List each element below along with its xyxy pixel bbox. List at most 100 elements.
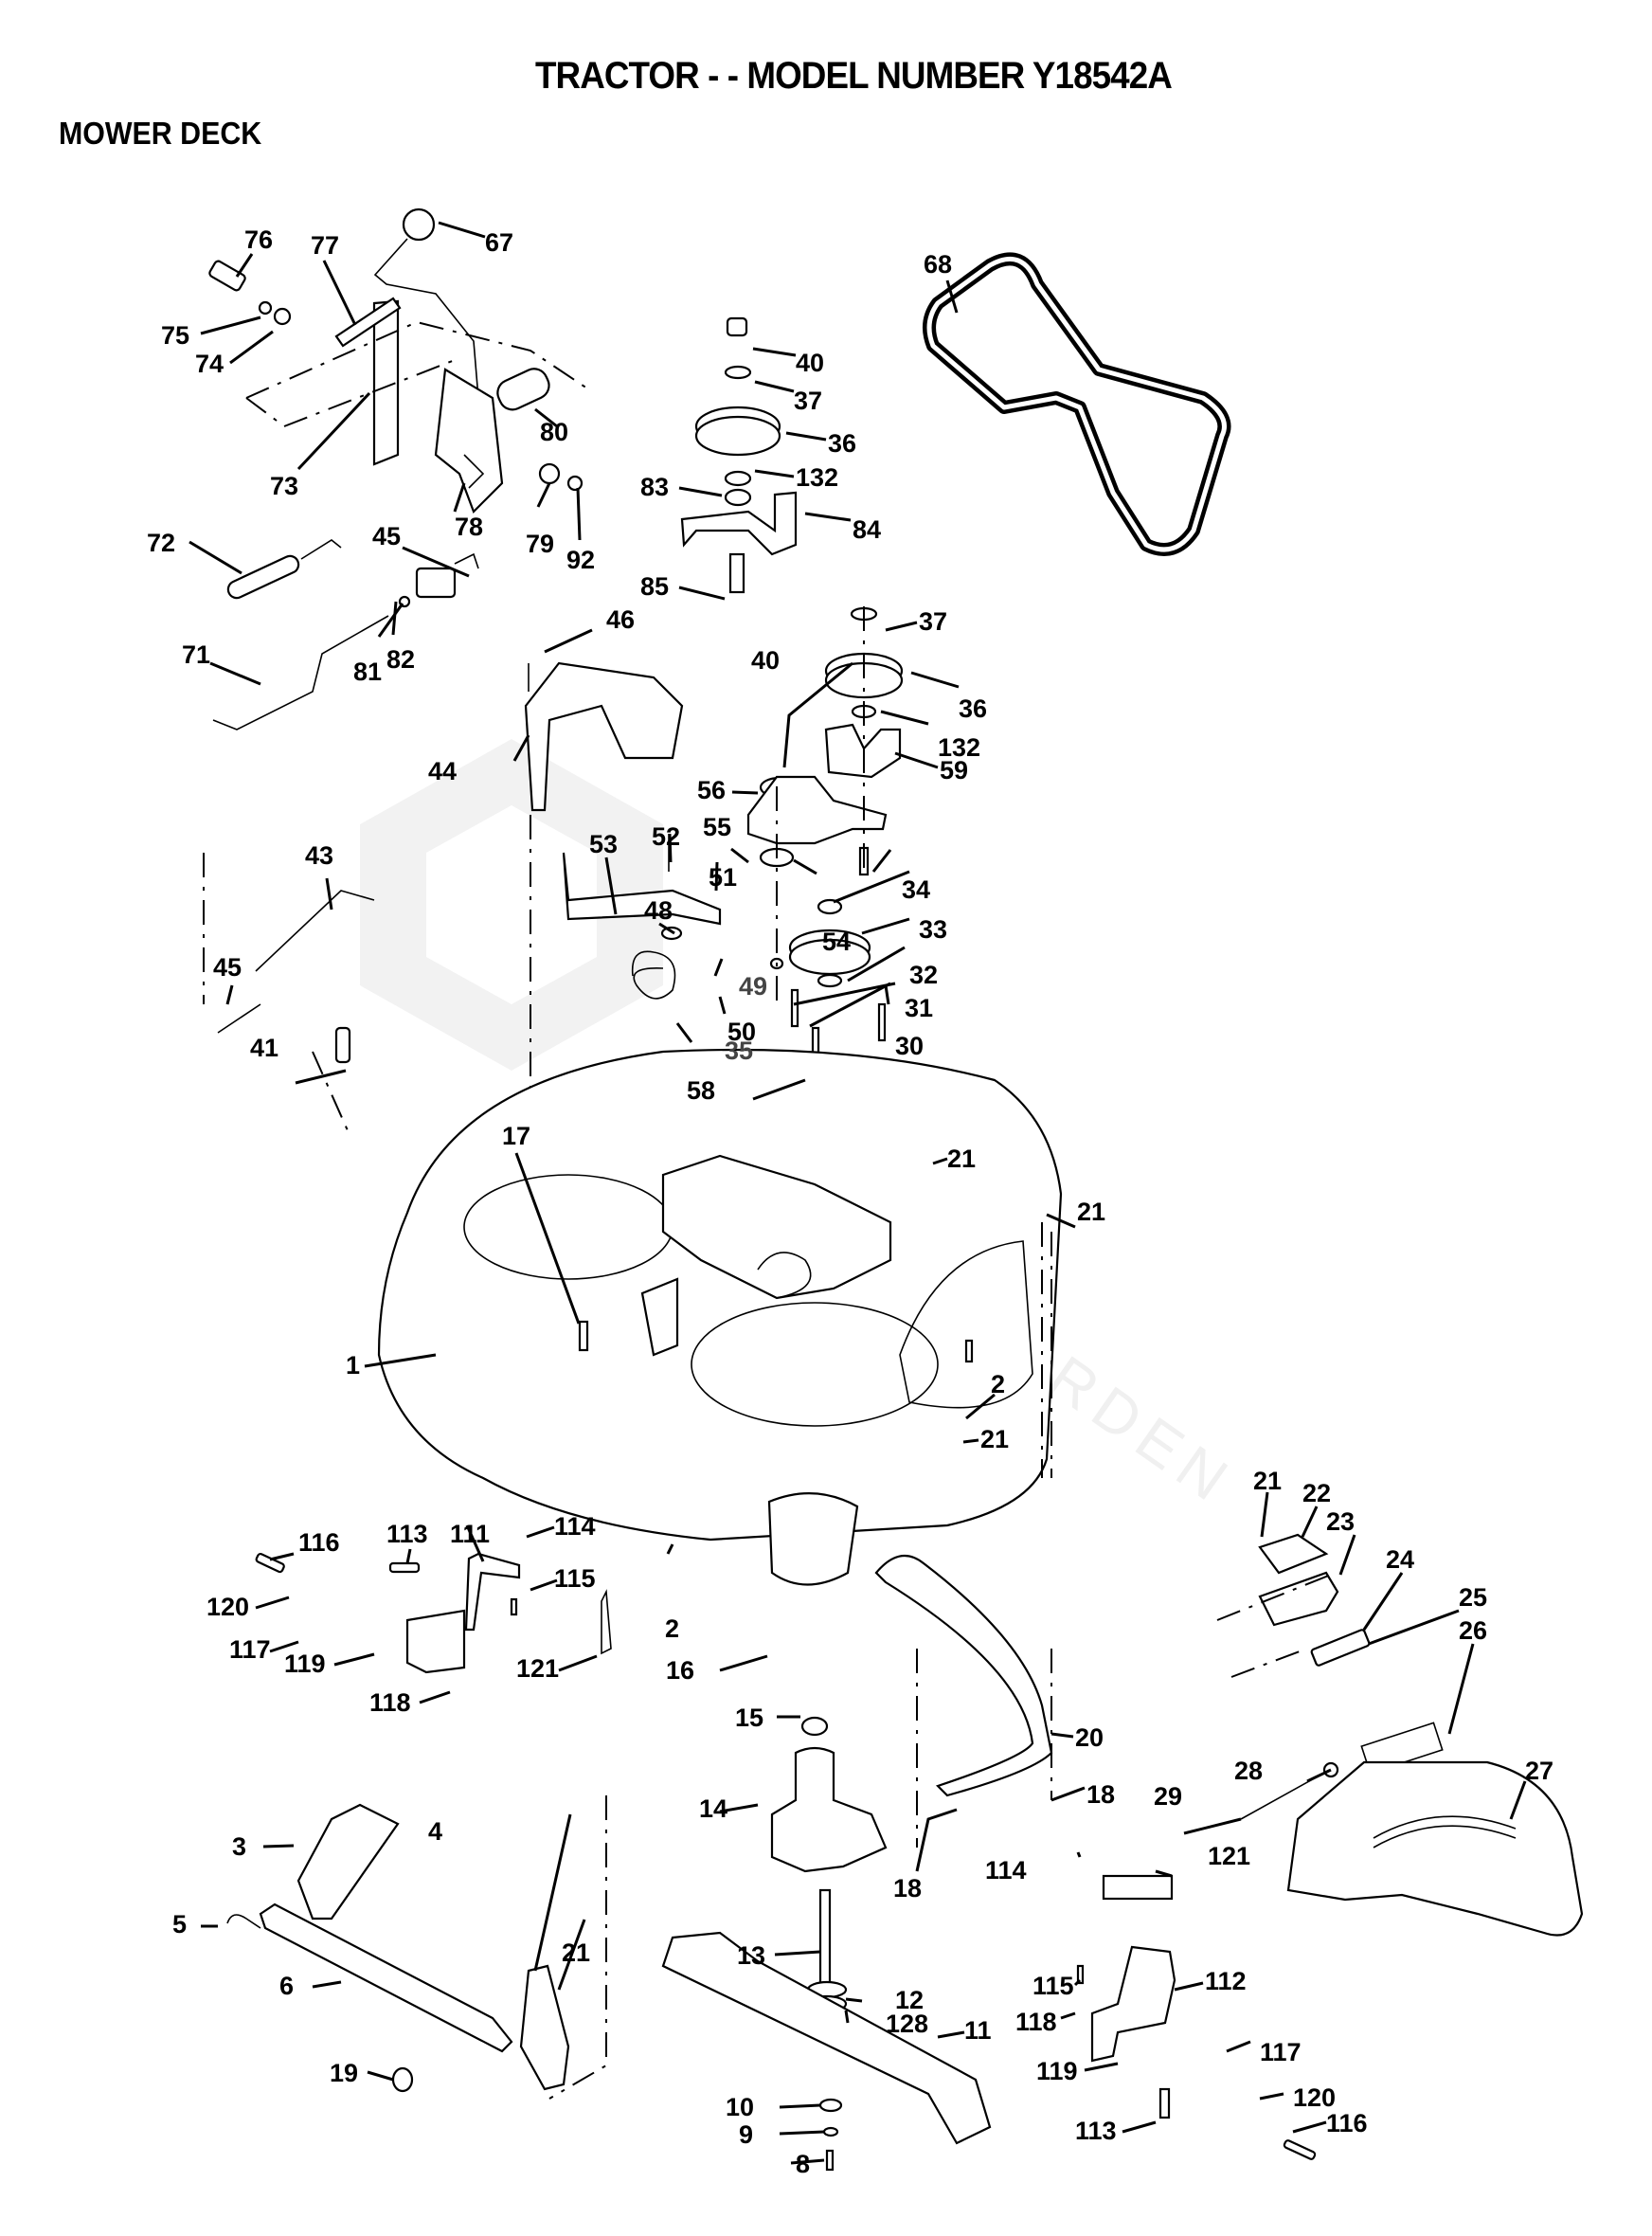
callout-18-left: 18 (893, 1874, 922, 1902)
callout-80: 80 (540, 418, 568, 446)
link-rods (203, 539, 479, 1138)
washer-37 (724, 365, 752, 380)
callout-72: 72 (147, 529, 175, 557)
callout-21-a: 21 (947, 1145, 976, 1173)
callout-25: 25 (1459, 1583, 1487, 1612)
callout-3: 3 (232, 1832, 246, 1861)
plate-55 (746, 775, 888, 845)
callout-6: 6 (279, 1972, 294, 2000)
callout-49: 49 (739, 972, 767, 1001)
washer-74 (273, 307, 292, 326)
hitch-guide (1216, 1572, 1337, 1678)
callout-1: 1 (346, 1351, 360, 1379)
bolt-85 (728, 552, 745, 594)
callout-14: 14 (699, 1794, 727, 1823)
callout-115-right: 115 (1032, 1972, 1074, 2000)
gauge-wheel-bracket-left (255, 1552, 612, 1674)
callout-48: 48 (644, 896, 673, 925)
bracket-23 (1258, 1571, 1339, 1627)
deck-spring (757, 1252, 812, 1299)
washer-10 (818, 2098, 843, 2113)
callout-15: 15 (735, 1704, 763, 1732)
spindle-guide (916, 1649, 1052, 1848)
pin-5 (226, 1914, 261, 1929)
callout-74: 74 (195, 350, 224, 378)
callout-120-right: 120 (1293, 2083, 1336, 2112)
bolt-116b (1283, 2139, 1317, 2160)
callout-59: 59 (940, 756, 968, 784)
callout-41: 41 (250, 1034, 278, 1062)
callout-84: 84 (853, 515, 881, 544)
callout-29: 29 (1154, 1782, 1182, 1811)
pin-45 (454, 552, 479, 569)
callout-118-right: 118 (1015, 2008, 1057, 2036)
bolt-76 (208, 260, 246, 292)
belt-68 (923, 252, 1231, 556)
spacer-132 (724, 470, 752, 487)
callout-16: 16 (666, 1656, 694, 1685)
callout-40-lower: 40 (751, 646, 780, 675)
rod-71 (212, 615, 389, 730)
callout-4: 4 (428, 1817, 442, 1846)
callout-20: 20 (1075, 1723, 1104, 1752)
callout-83: 83 (640, 473, 669, 501)
callout-34: 34 (902, 875, 930, 904)
pulley-36-rim (694, 415, 781, 457)
callout-55: 55 (703, 813, 731, 841)
nut-33 (817, 898, 843, 915)
callout-2-lower: 2 (665, 1614, 679, 1643)
deck-bracket-left (640, 1277, 679, 1357)
bracket-77 (334, 297, 402, 348)
deck-shell (377, 1048, 1063, 1542)
lever-plate (434, 368, 504, 514)
discharge-chute-27 (1286, 1760, 1584, 1937)
belt-shield-16 (767, 1492, 859, 1586)
callout-45-upper: 45 (372, 522, 401, 550)
callout-120-left: 120 (206, 1593, 249, 1621)
callout-36-upper: 36 (828, 429, 856, 458)
callout-36-lower: 36 (959, 694, 987, 723)
callout-labels: 76 77 67 75 74 73 80 78 79 92 72 45 81 8… (147, 225, 1553, 2178)
callout-67: 67 (485, 228, 513, 257)
leader-lines (189, 221, 1527, 2165)
shield-44 (524, 661, 684, 812)
link-6 (259, 1902, 513, 2053)
bracket-82 (415, 567, 457, 599)
belt-68-shape (926, 256, 1227, 552)
callout-32: 32 (909, 961, 938, 989)
callout-75: 75 (161, 321, 189, 350)
bolt-113b (1158, 2087, 1171, 2119)
blade-11 (661, 1931, 992, 2145)
spring-25 (1310, 1629, 1371, 1667)
callout-116-right: 116 (1326, 2109, 1368, 2137)
clip-78 (463, 454, 485, 489)
callout-35: 35 (725, 1037, 753, 1065)
bolt-115b (1076, 1964, 1085, 1985)
lift-links (226, 1795, 607, 2100)
callout-119-left: 119 (284, 1650, 326, 1678)
callout-76: 76 (244, 225, 273, 254)
mower-deck-1 (377, 1048, 1063, 1542)
callout-37-lower: 37 (919, 607, 947, 636)
callout-8: 8 (796, 2150, 810, 2178)
callout-19: 19 (330, 2059, 358, 2087)
spring-72 (226, 554, 300, 600)
clip-121 (601, 1589, 612, 1655)
clip-75 (258, 300, 273, 316)
bolt-113 (388, 1561, 421, 1574)
assembly-guide (245, 320, 588, 428)
callout-128: 128 (886, 2010, 928, 2038)
callout-79: 79 (526, 530, 554, 558)
idler-arm-assembly (524, 606, 904, 1478)
belt-guide-84 (680, 491, 798, 556)
callout-46: 46 (606, 605, 635, 634)
callout-68: 68 (924, 250, 952, 279)
knob-67 (402, 207, 436, 242)
callout-13: 13 (737, 1941, 765, 1970)
callout-121-right: 121 (1208, 1842, 1250, 1870)
bracket-112 (1090, 1945, 1176, 2063)
callout-132-lower: 132 (938, 733, 980, 762)
callout-119-right: 119 (1036, 2057, 1078, 2085)
callout-17: 17 (502, 1122, 530, 1150)
